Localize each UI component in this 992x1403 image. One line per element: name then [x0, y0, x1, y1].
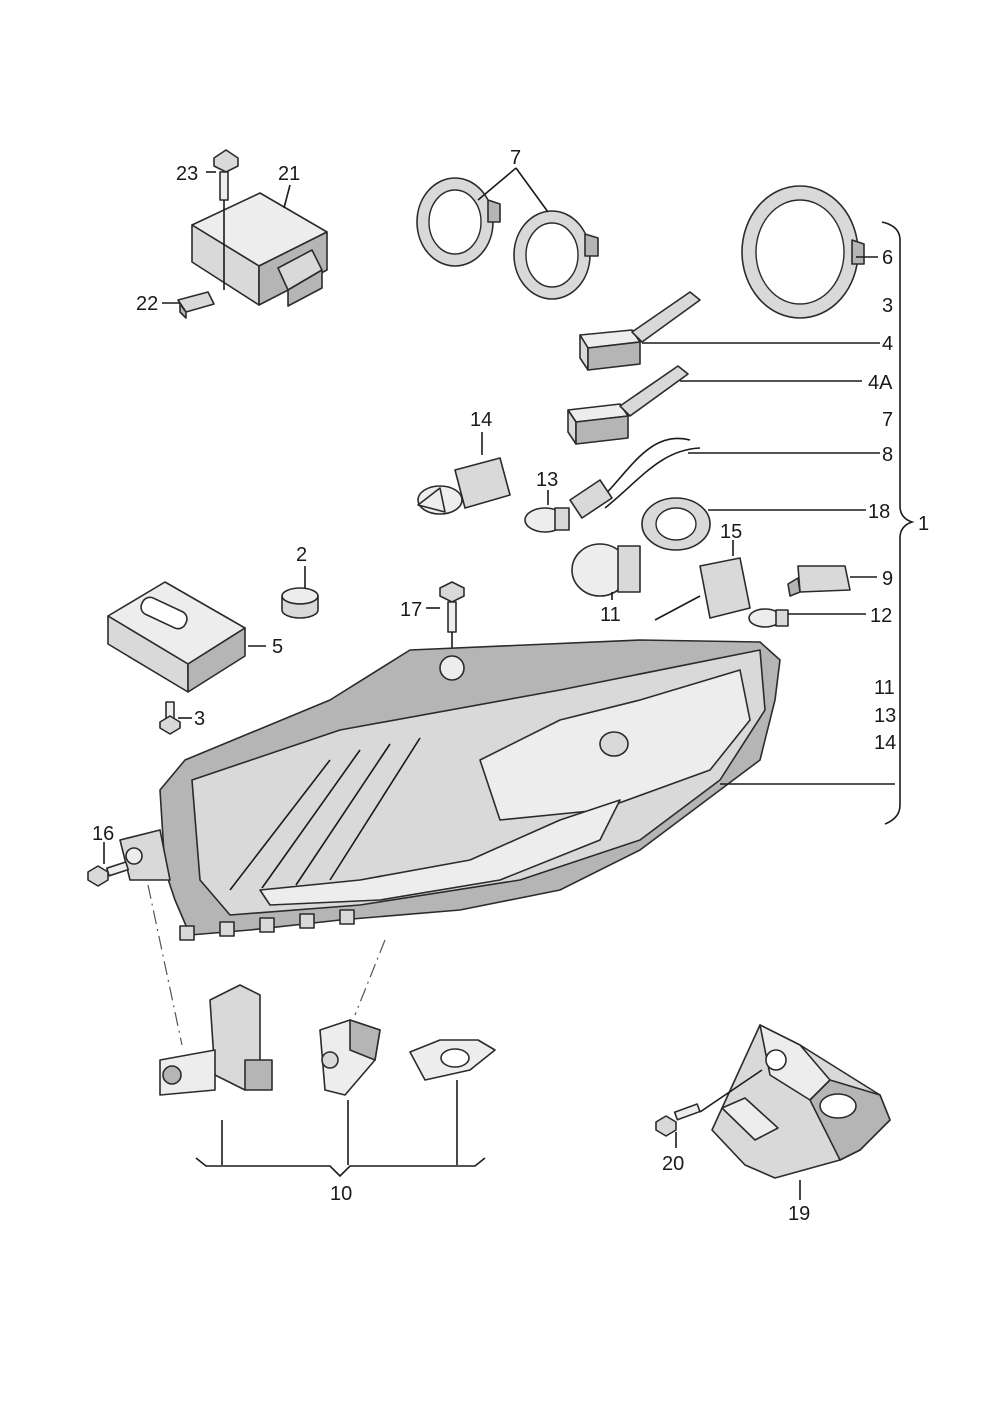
group-brace-1 [881, 221, 915, 825]
bracket-10c [409, 1039, 496, 1081]
bulb-12 [748, 608, 789, 628]
assembly-line-left [147, 884, 183, 1046]
callout-labels: 23 21 22 7 6 3 4 4A 7 8 18 1 9 12 11 13 … [92, 147, 929, 1225]
callout-4A: 4A [868, 372, 893, 394]
callout-5: 5 [272, 636, 283, 658]
callout-15: 15 [720, 521, 742, 543]
bulb-ring-7a [416, 177, 501, 267]
ballast-5 [107, 581, 246, 693]
bracket-10b [319, 1019, 381, 1096]
callout-4: 4 [882, 333, 893, 355]
leader-lines [103, 167, 895, 1200]
callout-6: 6 [882, 247, 893, 269]
callout-14-right: 14 [874, 732, 896, 754]
callout-23: 23 [176, 163, 198, 185]
callout-7-right: 7 [882, 409, 893, 431]
callout-10: 10 [330, 1183, 352, 1205]
bracket-19 [711, 1024, 891, 1179]
callout-3: 3 [194, 708, 205, 730]
callout-17: 17 [400, 599, 422, 621]
screw-23 [213, 149, 239, 290]
callout-12: 12 [870, 605, 892, 627]
callout-14: 14 [470, 409, 492, 431]
socket-18 [641, 497, 711, 551]
callout-13-right: 13 [874, 705, 896, 727]
screw-16 [87, 861, 130, 887]
callout-13: 13 [536, 469, 558, 491]
socket-9 [787, 565, 851, 597]
bracket-10a [159, 984, 273, 1096]
cap-2 [281, 587, 319, 619]
callout-2: 2 [296, 544, 307, 566]
callout-7-top: 7 [510, 147, 521, 169]
brace-10 [195, 1080, 486, 1178]
control-unit-21 [191, 192, 328, 307]
cap-6 [741, 185, 865, 319]
bulb-13 [524, 507, 570, 533]
bulb-14 [417, 457, 511, 515]
bulb-11 [571, 543, 641, 597]
bulb-ring-7b [513, 210, 599, 300]
connector-4A [567, 365, 689, 445]
callout-19: 19 [788, 1203, 810, 1225]
callout-16: 16 [92, 823, 114, 845]
callout-1: 1 [918, 513, 929, 535]
callout-9: 9 [882, 568, 893, 590]
bulb-15 [654, 557, 751, 621]
screw-20 [655, 1103, 701, 1137]
callout-11-right: 11 [874, 677, 895, 699]
screw-3 [159, 701, 181, 735]
callout-21: 21 [278, 163, 300, 185]
headlight-housing-1 [119, 639, 781, 941]
callout-18: 18 [868, 501, 890, 523]
callout-3-right: 3 [882, 295, 893, 317]
clip-22 [177, 291, 215, 319]
assembly-line-right [354, 939, 386, 1016]
callout-8: 8 [882, 444, 893, 466]
callout-11: 11 [600, 604, 621, 626]
callout-22: 22 [136, 293, 158, 315]
connector-4 [579, 291, 701, 371]
wire-harness-8 [569, 437, 701, 519]
callout-20: 20 [662, 1153, 684, 1175]
